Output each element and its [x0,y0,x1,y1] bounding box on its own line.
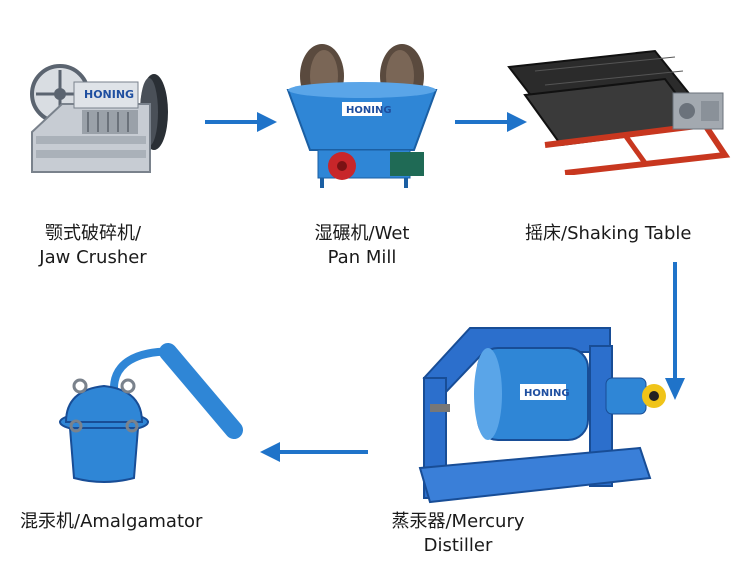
wet-pan-mill-image: HONING [282,40,442,190]
shaking-table-image [505,45,735,175]
arrow-right-1 [205,110,277,134]
caption-line: 颚式破碎机/ [44,223,142,244]
brand-logo: HONING [84,88,134,101]
caption-line: 混汞机/Amalgamator [20,511,203,532]
caption-line: 蒸汞器/Mercury [391,511,525,532]
caption-line: 摇床/Shaking Table [525,223,692,244]
caption-jaw-crusher: 颚式破碎机/ Jaw Crusher [18,222,168,270]
caption-amalgamator: 混汞机/Amalgamator [20,510,220,534]
brand-logo: HONING [346,105,392,116]
caption-line: Distiller [423,535,493,556]
jaw-crusher-image: HONING [22,62,182,192]
brand-logo: HONING [524,388,570,399]
caption-mercury-distiller: 蒸汞器/Mercury Distiller [388,510,528,558]
amalgamator-image [56,340,246,490]
caption-shaking-table: 摇床/Shaking Table [525,222,735,246]
arrow-right-2 [455,110,527,134]
caption-line: Jaw Crusher [39,247,147,268]
mercury-distiller-image: HONING [410,318,670,508]
caption-wet-pan-mill: 湿碾机/Wet Pan Mill [292,222,432,270]
arrow-left [260,440,368,464]
arrow-down [663,262,687,402]
caption-line: Pan Mill [327,247,397,268]
caption-line: 湿碾机/Wet [314,223,410,244]
